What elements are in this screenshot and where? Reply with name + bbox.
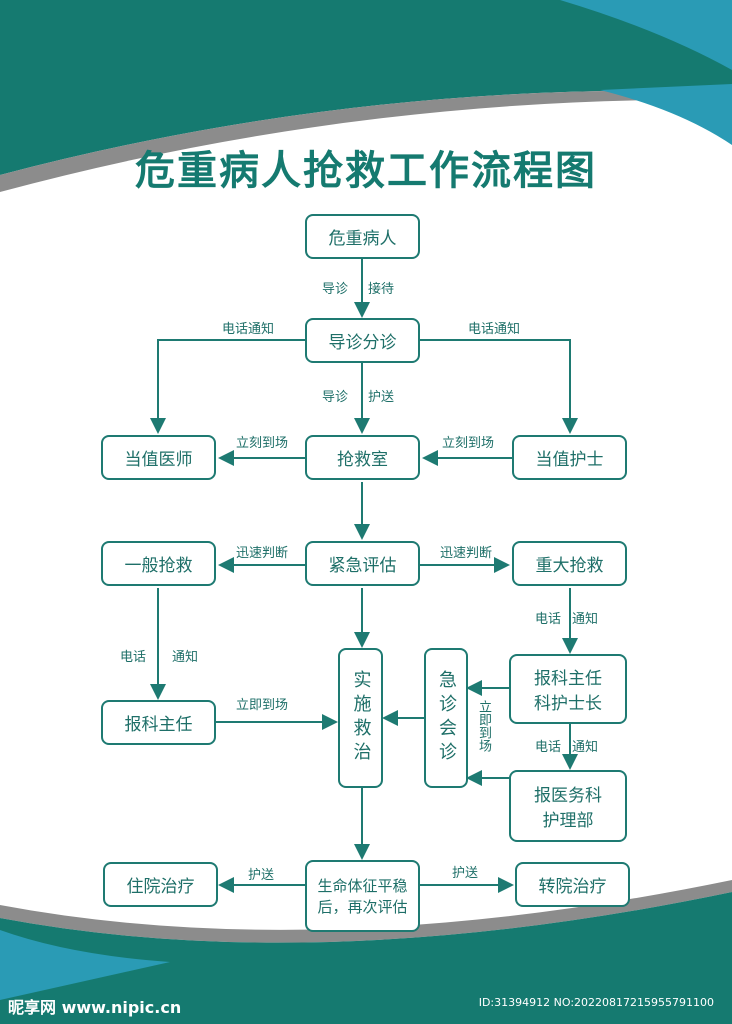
node-emergency-consult: 急诊会诊: [424, 648, 468, 788]
label-arrive-right: 立刻到场: [442, 436, 495, 451]
label-judge-right: 迅速判断: [440, 546, 493, 561]
watermark-left: 昵享网 www.nipic.cn: [8, 998, 182, 1017]
label-receive: 接待: [368, 282, 395, 297]
node-triage: 导诊分诊: [305, 318, 420, 363]
node-transfer: 转院治疗: [515, 862, 630, 907]
label-phone-notify-right: 电话通知: [468, 322, 521, 337]
label-escort: 护送: [368, 390, 395, 405]
label-judge-left: 迅速判断: [236, 546, 289, 561]
node-general-rescue: 一般抢救: [101, 541, 216, 586]
node-implement-treatment: 实施救治: [338, 648, 383, 788]
watermark-right: ID:31394912 NO:20220817215955791100: [478, 996, 714, 1009]
label-arrive-now-vertical: 立即到场: [476, 700, 491, 752]
node-report-director-nurse: 报科主任 科护士长: [509, 654, 627, 724]
label-phone-r: 电话: [535, 612, 562, 627]
label-notify-r: 通知: [572, 612, 599, 627]
node-emergency-assessment: 紧急评估: [305, 541, 420, 586]
node-major-rescue: 重大抢救: [512, 541, 627, 586]
node-doctor-on-duty: 当值医师: [101, 435, 216, 480]
label-notify-r2: 通知: [572, 740, 599, 755]
label-arrive-left: 立刻到场: [236, 436, 289, 451]
label-escort-left: 护送: [248, 868, 275, 883]
node-nurse-on-duty: 当值护士: [512, 435, 627, 480]
node-report-medical-nursing: 报医务科 护理部: [509, 770, 627, 842]
node-critical-patient: 危重病人: [305, 214, 420, 259]
label-phone-r2: 电话: [535, 740, 562, 755]
page-title: 危重病人抢救工作流程图: [135, 148, 597, 194]
label-guide: 导诊: [322, 282, 349, 297]
label-guide2: 导诊: [322, 390, 349, 405]
label-phone-notify-left: 电话通知: [222, 322, 275, 337]
node-rescue-room: 抢救室: [305, 435, 420, 480]
node-hospitalization: 住院治疗: [103, 862, 218, 907]
label-notify-l: 通知: [172, 650, 199, 665]
node-stable-reassess: 生命体征平稳 后，再次评估: [305, 860, 420, 932]
node-report-director: 报科主任: [101, 700, 216, 745]
label-phone-l: 电话: [120, 650, 147, 665]
label-arrive-now: 立即到场: [236, 698, 289, 713]
label-escort-right: 护送: [452, 866, 479, 881]
